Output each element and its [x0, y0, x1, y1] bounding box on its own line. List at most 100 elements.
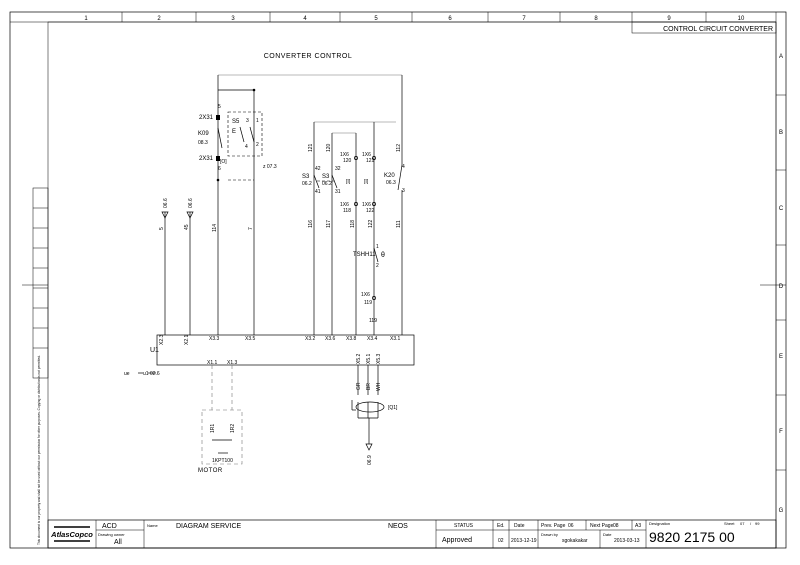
- col-label: 4: [303, 16, 307, 22]
- label: 1: [376, 244, 379, 250]
- sidebar-note: This document is our property and shall …: [37, 355, 41, 545]
- label: [I]: [346, 179, 351, 185]
- label: 119: [364, 300, 372, 306]
- label: 118: [350, 220, 356, 228]
- label: 41: [315, 189, 321, 195]
- label: TSHH11: [353, 252, 376, 258]
- designation-number: 9820 2175 00: [649, 529, 735, 545]
- label: 1X6: [362, 152, 371, 158]
- date-label: Date: [514, 523, 525, 529]
- prev-label: Prev. Page: [541, 523, 566, 529]
- label: 06.2: [322, 181, 332, 187]
- label: WH: [376, 382, 382, 391]
- date2-label: Date: [603, 532, 612, 537]
- label: 111: [396, 220, 402, 228]
- label: X3.6: [325, 336, 336, 342]
- label: 2: [376, 263, 379, 269]
- label: S3: [322, 174, 330, 180]
- label: 4: [245, 144, 248, 150]
- label: 1X6: [340, 202, 349, 208]
- label: 117: [326, 220, 332, 228]
- label: 06.2: [302, 181, 312, 187]
- label: X1.3: [227, 360, 238, 366]
- label: K09: [198, 131, 209, 137]
- atlas-copco-logo: AtlasCopco: [50, 530, 93, 539]
- inner-frame: [47, 21, 777, 549]
- label: 2X31: [199, 156, 214, 162]
- date-value: 2013-12-19: [511, 538, 537, 544]
- header-title-box: [631, 21, 777, 34]
- label: 42: [315, 166, 321, 172]
- u1-label: U1: [150, 347, 159, 354]
- column-labels: 1 2 3 4 5 6 7 8 9 10: [84, 16, 745, 22]
- sheet-label: Sheet: [724, 521, 735, 526]
- label: 1X6: [361, 292, 370, 298]
- name-label: Name: [147, 523, 158, 528]
- drawn-label: Drawn by: [541, 532, 558, 537]
- outer-frame: [9, 11, 787, 549]
- label: X5.1: [366, 353, 372, 364]
- label: 2X31: [199, 115, 214, 121]
- col-label: 8: [594, 16, 598, 22]
- label: 06.6: [188, 198, 194, 208]
- label: X3.4: [367, 336, 378, 342]
- theta-symbol: θ: [381, 252, 385, 259]
- owner-label: Drawing owner: [98, 532, 125, 537]
- label: [O]: [220, 159, 227, 165]
- label: E: [232, 129, 236, 135]
- row-label: D: [779, 284, 784, 290]
- size: A3: [635, 523, 641, 529]
- label: 1R2: [230, 424, 236, 433]
- label: 6: [218, 166, 221, 172]
- label: X3.5: [245, 336, 256, 342]
- label: 3: [402, 188, 405, 194]
- label: BR: [366, 383, 372, 390]
- column-ticks: [121, 12, 707, 22]
- next-value: 08: [613, 523, 619, 529]
- wiring: [138, 74, 415, 465]
- label: [I]: [364, 179, 369, 185]
- label: 3: [246, 118, 249, 124]
- title-block: AtlasCopco ACD Drawing owner All Name DI…: [47, 519, 777, 549]
- label: ue: [124, 371, 130, 377]
- label: S3: [302, 174, 310, 180]
- label: 119: [369, 318, 377, 324]
- label: 1KPT100: [212, 458, 233, 464]
- owner: All: [114, 539, 122, 546]
- diagram-labels: U1 2X31 2X31 K09 08.3 [O] 5 6 S5 E 3 4 1…: [124, 104, 405, 474]
- col-label: 3: [231, 16, 235, 22]
- label: 114: [212, 224, 218, 232]
- left-sidebar-boxes: [22, 187, 49, 379]
- row-labels: A B C D E F G: [779, 54, 784, 514]
- label: 45: [184, 224, 190, 230]
- row-label: E: [779, 354, 783, 360]
- col-label: 10: [738, 16, 745, 22]
- label: X1.1: [207, 360, 218, 366]
- label: 118: [343, 208, 351, 214]
- label: 120: [343, 158, 352, 164]
- label: 121: [366, 158, 375, 164]
- label: 5: [159, 227, 165, 230]
- label: 2: [256, 142, 259, 148]
- drawn-value: sgokakakar: [562, 538, 588, 544]
- drawing-name: DIAGRAM SERVICE: [176, 523, 242, 530]
- label: 31: [335, 189, 341, 195]
- label: 1X6: [362, 202, 371, 208]
- label: 121: [308, 143, 314, 152]
- row-label: G: [779, 508, 784, 514]
- label: u1 02.6: [143, 371, 160, 377]
- label: 116: [308, 220, 314, 228]
- label: 120: [326, 143, 332, 152]
- label: 32: [335, 166, 341, 172]
- label: 122: [368, 219, 374, 228]
- col-label: 9: [667, 16, 671, 22]
- ed-label: Ed.: [497, 523, 505, 529]
- label: 7: [248, 227, 254, 230]
- col-label: 1: [84, 16, 88, 22]
- sheet-number: 07: [740, 521, 745, 526]
- label: S5: [232, 119, 240, 125]
- col-label: 7: [522, 16, 526, 22]
- row-label: F: [779, 429, 783, 435]
- label: 1R1: [210, 424, 216, 433]
